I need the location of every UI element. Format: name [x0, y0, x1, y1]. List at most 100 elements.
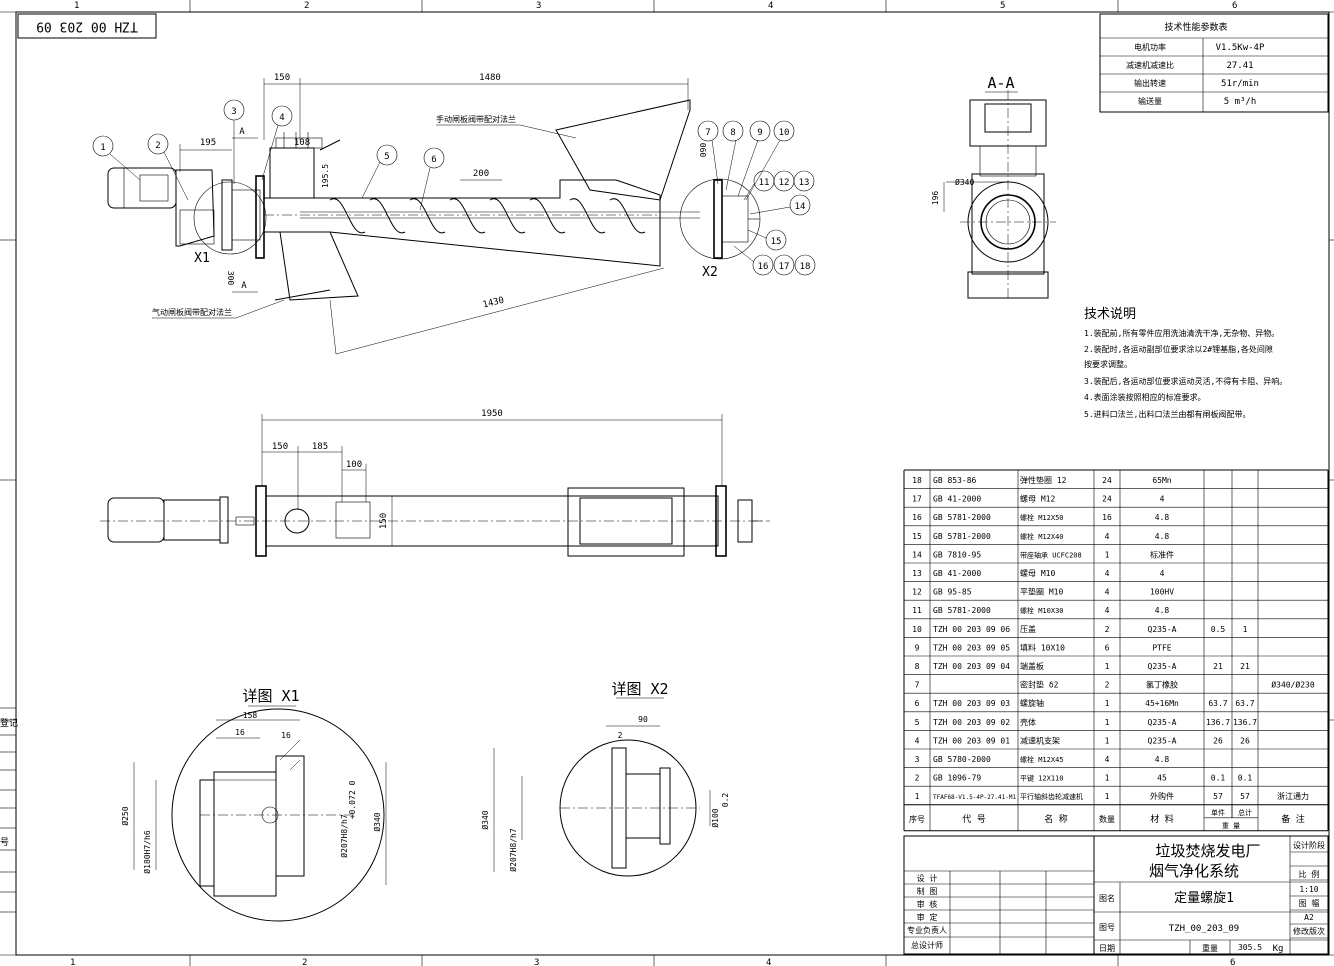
tech-params-table: 技术性能参数表 电机功率 V1.5Kw-4P 减速机减速比 27.41 输出转速… — [1099, 13, 1329, 113]
bom-row-13-material: 4 — [1160, 569, 1165, 578]
bom-header-quantity: 数量 — [1099, 814, 1115, 824]
zone-numbers-top: 1 2 3 4 5 6 — [74, 1, 1237, 11]
left-end-flange — [255, 175, 265, 259]
dim-plan-150: 150 — [272, 442, 288, 452]
bom-row-2-total-weight: 0.1 — [1238, 774, 1253, 783]
bom-header-material: 材 料 — [1150, 813, 1173, 825]
bom-row-13-code: GB 41-2000 — [933, 569, 981, 578]
dim-section-340: Ø340 — [955, 177, 974, 187]
zone-3-bottom: 3 — [534, 958, 539, 966]
bom-row-8-code: TZH 00 203 09 04 — [933, 662, 1010, 671]
tech-notes: 技术说明 1.装配前,所有零件应用洗油清洗干净,无杂物、异物。 2.装配时,各运… — [1084, 307, 1287, 419]
balloon-10: 10 — [779, 128, 790, 138]
bom-header-code: 代 号 — [962, 814, 985, 825]
bom-row-17-code: GB 41-2000 — [933, 495, 981, 504]
size-value: A2 — [1304, 913, 1314, 922]
gearbox-body — [175, 169, 215, 247]
dim-x1-250: Ø250 — [120, 806, 130, 825]
bom-row-10-total-weight: 1 — [1243, 625, 1248, 634]
weight-label: 重量 — [1202, 943, 1218, 953]
dim-195-5: 195.5 — [321, 164, 330, 188]
bom-header-number: 序号 — [909, 814, 925, 824]
bom-row-5-material: Q235-A — [1148, 718, 1177, 727]
param-value-capacity: 5 m³/h — [1224, 97, 1257, 107]
bom-row-4-material: Q235-A — [1148, 736, 1177, 745]
balloon-13: 13 — [799, 178, 810, 188]
bom-row-14-quantity: 1 — [1105, 550, 1110, 559]
balloon-16: 16 — [758, 262, 769, 272]
bom-row-11-material: 4.8 — [1155, 606, 1170, 615]
role-draw: 制 图 — [917, 886, 938, 896]
zone-numbers-bottom: 1 2 3 4 6 — [70, 958, 1235, 966]
bom-row-7-note: Ø340/Ø230 — [1271, 680, 1315, 690]
bom-row-6-name: 螺旋轴 — [1020, 698, 1044, 708]
revision-label: 修改版次 — [1293, 926, 1325, 936]
bom-row-5-name: 壳体 — [1020, 717, 1036, 727]
balloon-14: 14 — [795, 202, 806, 212]
dim-x2-207: Ø207H8/h7 — [508, 828, 518, 872]
bom-row-8-material: Q235-A — [1148, 662, 1177, 671]
scale-label: 比 例 — [1299, 869, 1320, 879]
role-check: 审 核 — [917, 899, 938, 909]
motor-body — [107, 167, 177, 209]
detail-ref-x1: X1 — [194, 251, 210, 266]
bom-row-5-number: 5 — [915, 718, 920, 727]
bom-row-8-quantity: 1 — [1105, 662, 1110, 671]
bom-row-18-number: 18 — [912, 476, 922, 485]
bom-header-name: 名 称 — [1044, 813, 1067, 825]
dim-plan-150-vertical: 150 — [379, 513, 389, 529]
bom-row-2-number: 2 — [915, 774, 920, 783]
bom-row-6-code: TZH 00 203 09 03 — [933, 699, 1010, 708]
bom-row-10-unit-weight: 0.5 — [1211, 625, 1226, 634]
drawing-no-label: 图号 — [1099, 923, 1115, 932]
drawing-code-box: TZH 00 203 09 — [17, 13, 157, 39]
bom-row-4-unit-weight: 26 — [1213, 736, 1223, 745]
detail-x1-title: 详图 X1 — [242, 687, 299, 705]
section-mark-a-bottom: A — [241, 281, 247, 291]
binding-label-number: 号 — [0, 837, 9, 848]
bom-row-8-total-weight: 21 — [1240, 662, 1250, 671]
tech-note-3: 3.装配后,各运动部位要求运动灵活,不得有卡阻、异响。 — [1084, 376, 1287, 386]
zone-4: 4 — [768, 1, 773, 11]
dim-x1-207: Ø207H8/h7 — [339, 814, 349, 858]
dim-section-196: 196 — [931, 191, 940, 206]
bom-row-16-material: 4.8 — [1155, 513, 1170, 522]
bom-row-2-code: GB 1096-79 — [933, 774, 981, 783]
bom-row-9-quantity: 6 — [1105, 643, 1110, 652]
bom-row-2-name: 平键 12X110 — [1020, 774, 1064, 783]
bom-row-5-total-weight: 136.7 — [1233, 718, 1257, 727]
feed-hopper — [555, 99, 691, 201]
dim-x2-100: Ø100 — [710, 808, 720, 827]
bom-row-11-quantity: 4 — [1105, 606, 1110, 615]
section-a-a-title: A-A — [987, 74, 1014, 92]
role-discipline-lead: 专业负责人 — [907, 925, 947, 935]
bom-row-6-material: 45+16Mn — [1145, 699, 1179, 708]
drawing-number: TZH_00_203_09 — [1169, 924, 1239, 934]
plan-view: 1950 150 185 100 150 — [100, 409, 770, 557]
detail-x1-view: 详图 X1 158 16 16 Ø250 Ø180H7/h6 Ø207H8/h7… — [120, 687, 387, 922]
bom-row-12-material: 100HV — [1150, 588, 1174, 597]
weight-value: 305.5 — [1238, 943, 1262, 952]
dim-x1-16-left: 16 — [235, 728, 245, 737]
bom-row-4-quantity: 1 — [1105, 736, 1110, 745]
role-chief-designer: 总设计师 — [911, 940, 943, 950]
bom-row-12-quantity: 4 — [1105, 588, 1110, 597]
bom-row-1-code: TFAF68-V1.5-4P-27.41-M1 — [933, 794, 1016, 801]
bom-row-5-code: TZH 00 203 09 02 — [933, 718, 1010, 727]
tech-note-4: 4.表面涂装按照相应的标准要求。 — [1084, 392, 1206, 402]
balloon-17: 17 — [779, 262, 790, 272]
balloon-9: 9 — [757, 128, 762, 138]
dim-1430: 1430 — [482, 296, 505, 311]
dim-108: 108 — [294, 138, 310, 148]
dim-x1-tolerance: +0.072 0 — [348, 781, 357, 820]
bom-row-16-number: 16 — [912, 513, 922, 522]
tech-note-2b: 按要求调整。 — [1084, 359, 1132, 369]
bom-row-6-quantity: 1 — [1105, 699, 1110, 708]
plan-nameplate — [335, 501, 371, 539]
detail-x2-view: 详图 X2 90 2 Ø340 Ø207H8/h7 Ø100 0.2 — [480, 680, 730, 877]
bom-row-18-code: GB 853-86 — [933, 476, 977, 485]
dim-195: 195 — [200, 138, 216, 148]
bom-row-7-number: 7 — [915, 681, 920, 690]
balloon-7: 7 — [705, 128, 710, 138]
